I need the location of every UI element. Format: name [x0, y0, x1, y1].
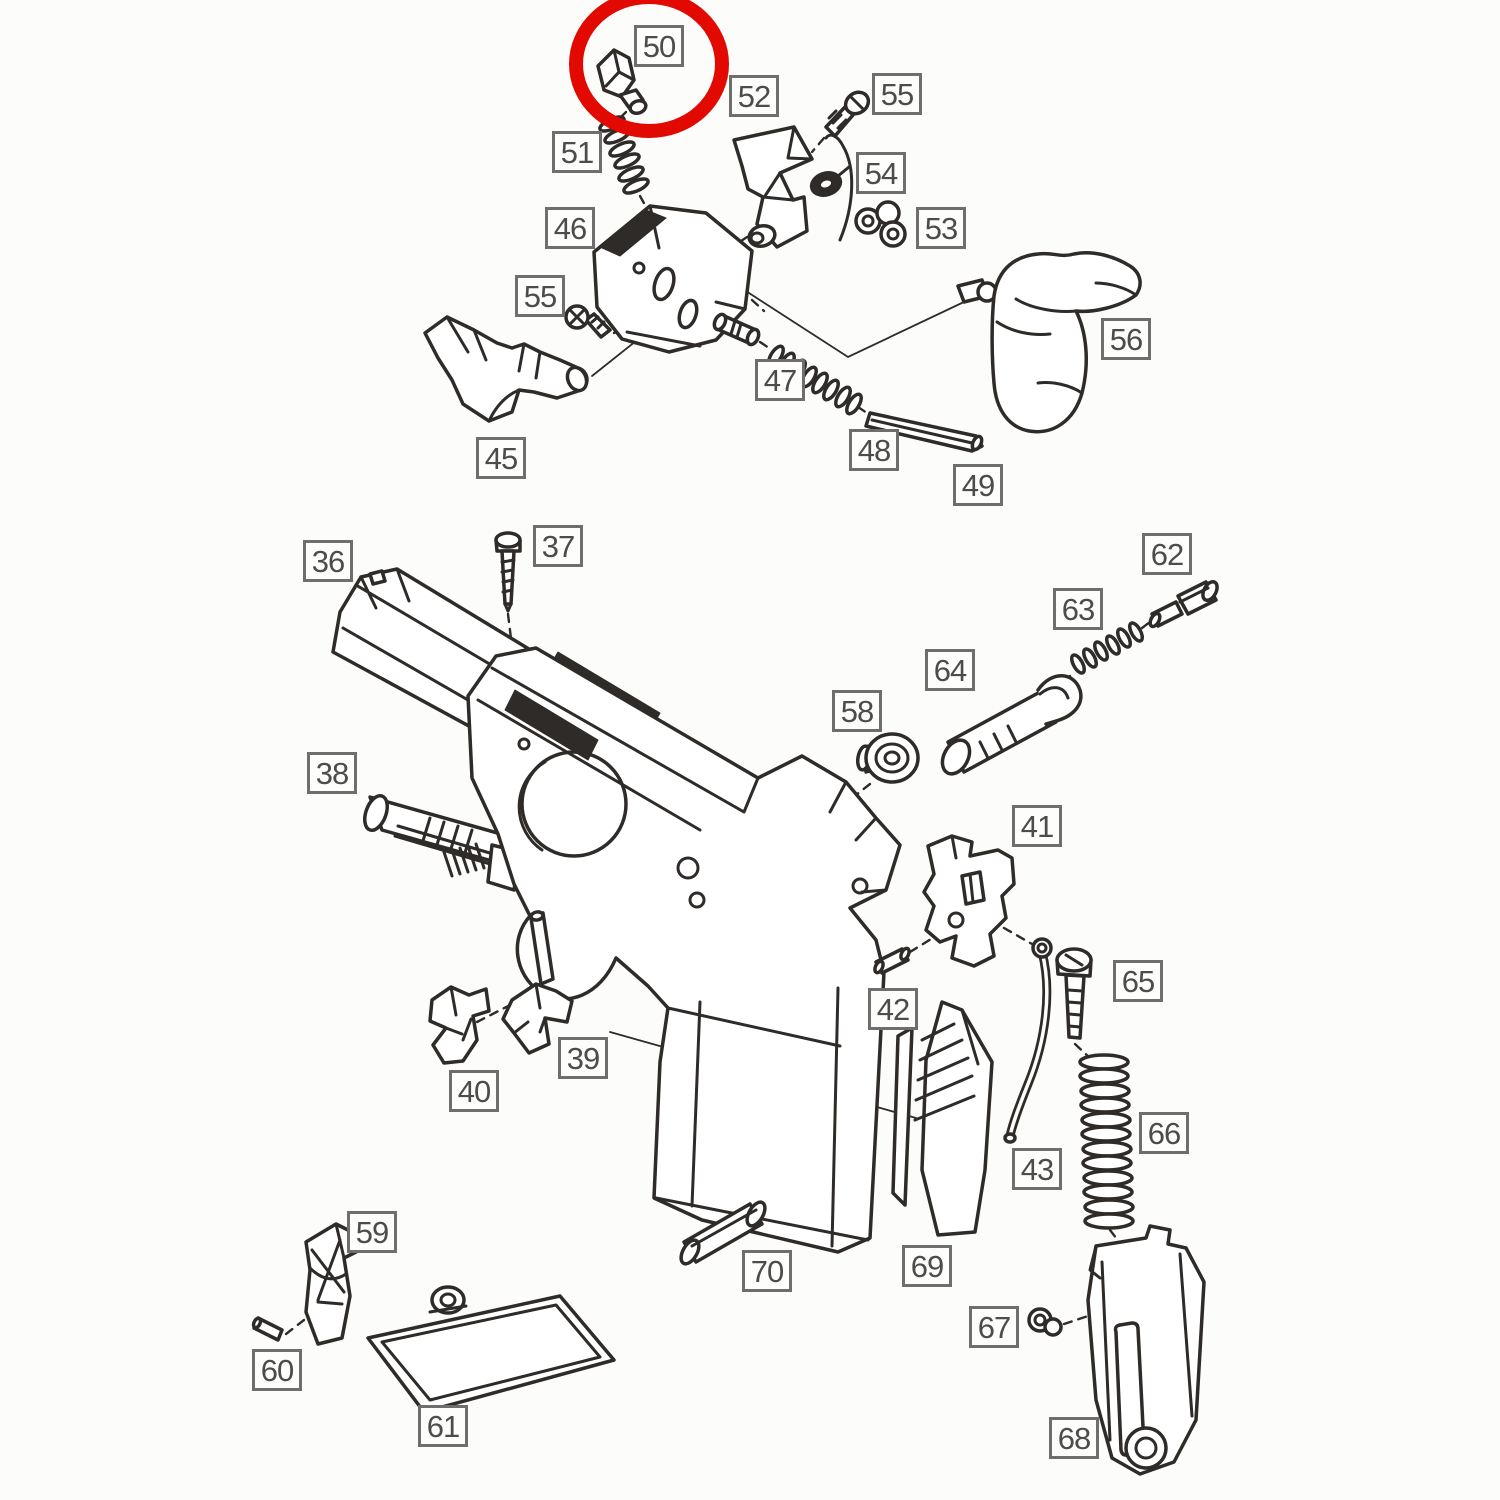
part-label-37: 37 — [533, 525, 583, 567]
part-label-53: 53 — [916, 207, 966, 249]
part-label-55: 55 — [872, 73, 922, 115]
part-61-base-plate — [366, 1285, 616, 1414]
highlight-circle — [569, 0, 729, 138]
part-label-39: 39 — [558, 1037, 608, 1079]
part-55-screw-left — [564, 304, 612, 339]
part-label-46: 46 — [545, 207, 595, 249]
part-label-48: 48 — [849, 429, 899, 471]
part-label-40: 40 — [449, 1070, 499, 1112]
part-label-54: 54 — [856, 152, 906, 194]
part-label-38: 38 — [307, 752, 357, 794]
part-label-60: 60 — [252, 1349, 302, 1391]
part-69-grip-panel — [891, 1000, 994, 1237]
part-53-drawing — [854, 200, 907, 248]
part-41-hammer — [922, 834, 1016, 968]
part-label-63: 63 — [1053, 588, 1103, 630]
part-label-42: 42 — [868, 988, 918, 1030]
part-60-pin — [251, 1316, 284, 1342]
part-65-screw — [1055, 947, 1093, 1040]
part-43-hammer-strut — [1003, 937, 1053, 1144]
part-label-49: 49 — [953, 464, 1003, 506]
part-68-piston-housing — [1086, 1224, 1206, 1476]
part-63-spring — [1070, 621, 1144, 675]
part-label-61: 61 — [418, 1405, 468, 1447]
part-59-drawing — [304, 1222, 358, 1346]
part-label-41: 41 — [1012, 805, 1062, 847]
part-label-36: 36 — [303, 540, 353, 582]
part-40-sear — [428, 985, 491, 1065]
part-label-66: 66 — [1139, 1112, 1189, 1154]
part-39-trigger — [501, 910, 574, 1055]
part-64-nozzle — [940, 674, 1083, 776]
part-55-screw-top — [824, 90, 871, 138]
part-37-screw — [494, 531, 522, 613]
part-label-65: 65 — [1113, 960, 1163, 1002]
part-label-64: 64 — [925, 649, 975, 691]
part-label-68: 68 — [1049, 1417, 1099, 1459]
part-label-69: 69 — [902, 1245, 952, 1287]
part-label-70: 70 — [742, 1250, 792, 1292]
part-label-59: 59 — [347, 1211, 397, 1253]
part-50-drawing — [596, 48, 648, 116]
part-46-drawing — [592, 204, 754, 354]
part-label-45: 45 — [476, 437, 526, 479]
part-label-56: 56 — [1101, 318, 1151, 360]
frame-drawing — [466, 646, 902, 1254]
part-47-drawing — [712, 312, 761, 347]
part-label-47: 47 — [755, 359, 805, 401]
part-label-43: 43 — [1012, 1148, 1062, 1190]
part-54-drawing — [809, 133, 854, 242]
part-label-58: 58 — [832, 690, 882, 732]
part-56-grip — [956, 251, 1142, 434]
part-67-bushing — [1027, 1307, 1063, 1337]
part-42-pin — [873, 946, 911, 975]
part-66-spring — [1078, 1053, 1135, 1230]
part-label-67: 67 — [969, 1306, 1019, 1348]
part-52-drawing — [732, 125, 814, 249]
part-label-52: 52 — [729, 75, 779, 117]
part-label-50: 50 — [634, 25, 684, 67]
part-45-drawing — [423, 315, 589, 423]
part-70-pin — [679, 1200, 767, 1266]
part-49-rod — [864, 411, 984, 453]
part-label-55: 55 — [515, 275, 565, 317]
part-62-valve — [1148, 579, 1219, 629]
part-label-62: 62 — [1142, 533, 1192, 575]
part-58-valve-knob — [855, 732, 920, 784]
part-label-51: 51 — [552, 131, 602, 173]
